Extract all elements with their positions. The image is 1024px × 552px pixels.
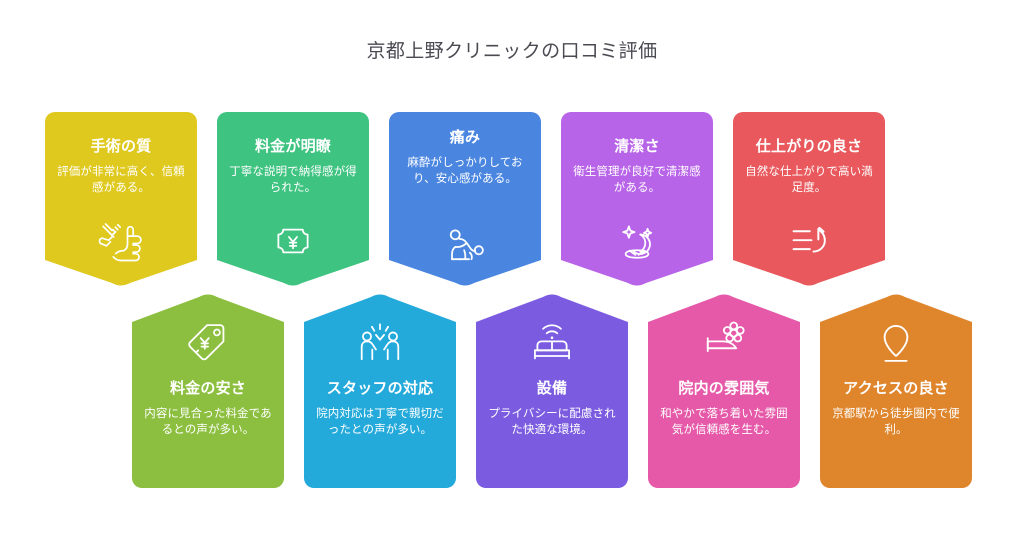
- card-title: アクセスの良さ: [843, 380, 949, 397]
- card-content: 院内の雰囲気和やかで落ち着いた雰囲気が信頼感を生む。: [648, 292, 800, 488]
- review-card-staff-service[interactable]: スタッフの対応院内対応は丁寧で親切だったとの声が多い。: [304, 292, 456, 488]
- flower-bed-icon: [697, 316, 751, 370]
- review-card-finish-quality[interactable]: 仕上がりの良さ自然な仕上がりで高い満足度。: [733, 112, 885, 288]
- sparkle-clean-icon: [610, 214, 664, 268]
- card-background-shape: [217, 112, 369, 288]
- card-background-shape: [304, 292, 456, 488]
- review-card-price-affordability[interactable]: 料金の安さ内容に見合った料金であるとの声が多い。: [132, 292, 284, 488]
- card-row-bottom: 料金の安さ内容に見合った料金であるとの声が多い。 スタッフの対応院内対応は丁寧で…: [132, 292, 972, 488]
- motion-swipe-icon: [782, 214, 836, 268]
- card-content: 手術の質評価が非常に高く、信頼感がある。: [45, 112, 197, 288]
- card-description: 丁寧な説明で納得感が得られた。: [229, 165, 357, 195]
- page-title: 京都上野クリニックの口コミ評価: [366, 41, 658, 62]
- card-background-shape: [820, 292, 972, 488]
- card-title: スタッフの対応: [326, 380, 434, 397]
- card-content: 清潔さ衛生管理が良好で清潔感がある。: [561, 112, 713, 288]
- card-title: 痛み: [449, 129, 481, 146]
- card-background-shape: [733, 112, 885, 288]
- card-background-shape: [476, 292, 628, 488]
- bed-wifi-icon: [525, 316, 579, 370]
- review-card-clinic-atmosphere[interactable]: 院内の雰囲気和やかで落ち着いた雰囲気が信頼感を生む。: [648, 292, 800, 488]
- card-title: 院内の雰囲気: [678, 380, 770, 397]
- card-title: 手術の質: [90, 138, 152, 155]
- card-title: 料金の安さ: [169, 380, 246, 397]
- card-description: 自然な仕上がりで高い満足度。: [745, 165, 873, 195]
- card-description: 評価が非常に高く、信頼感がある。: [57, 165, 185, 195]
- card-background-shape: [132, 292, 284, 488]
- card-title: 設備: [536, 380, 568, 397]
- map-pin-icon: [869, 316, 923, 370]
- review-card-cleanliness[interactable]: 清潔さ衛生管理が良好で清潔感がある。: [561, 112, 713, 288]
- card-title: 清潔さ: [614, 138, 660, 155]
- card-description: 和やかで落ち着いた雰囲気が信頼感を生む。: [660, 407, 788, 437]
- card-background-shape: [561, 112, 713, 288]
- card-description: 院内対応は丁寧で親切だったとの声が多い。: [316, 407, 444, 437]
- card-title: 仕上がりの良さ: [755, 138, 863, 155]
- price-tag-icon: [181, 316, 235, 370]
- card-background-shape: [648, 292, 800, 488]
- card-content: 仕上がりの良さ自然な仕上がりで高い満足度。: [733, 112, 885, 288]
- review-card-surgery-quality[interactable]: 手術の質評価が非常に高く、信頼感がある。: [45, 112, 197, 288]
- review-card-pain[interactable]: 痛み麻酔がしっかりしており、安心感がある。: [389, 112, 541, 288]
- review-card-facilities[interactable]: 設備プライバシーに配慮された快適な環境。: [476, 292, 628, 488]
- card-content: 設備プライバシーに配慮された快適な環境。: [476, 292, 628, 488]
- card-description: 京都駅から徒歩圏内で便利。: [832, 407, 960, 437]
- people-highfive-icon: [353, 316, 407, 370]
- card-content: 料金の安さ内容に見合った料金であるとの声が多い。: [132, 292, 284, 488]
- card-description: 麻酔がしっかりしており、安心感がある。: [407, 156, 523, 186]
- card-description: プライバシーに配慮された快適な環境。: [488, 407, 616, 437]
- card-background-shape: [45, 112, 197, 288]
- card-content: アクセスの良さ京都駅から徒歩圏内で便利。: [820, 292, 972, 488]
- hand-syringe-icon: [94, 214, 148, 268]
- card-description: 内容に見合った料金であるとの声が多い。: [144, 407, 272, 437]
- card-content: スタッフの対応院内対応は丁寧で親切だったとの声が多い。: [304, 292, 456, 488]
- card-row-top: 手術の質評価が非常に高く、信頼感がある。 料金が明瞭丁寧な説明で納得感が得られた…: [45, 112, 885, 288]
- card-title: 料金が明瞭: [254, 138, 331, 155]
- yen-ticket-icon: [266, 214, 320, 268]
- review-card-price-transparency[interactable]: 料金が明瞭丁寧な説明で納得感が得られた。: [217, 112, 369, 288]
- person-pain-icon: [438, 220, 492, 274]
- card-content: 痛み麻酔がしっかりしており、安心感がある。: [389, 112, 541, 288]
- review-card-access[interactable]: アクセスの良さ京都駅から徒歩圏内で便利。: [820, 292, 972, 488]
- card-description: 衛生管理が良好で清潔感がある。: [573, 165, 701, 195]
- card-background-shape: [389, 112, 541, 288]
- card-content: 料金が明瞭丁寧な説明で納得感が得られた。: [217, 112, 369, 288]
